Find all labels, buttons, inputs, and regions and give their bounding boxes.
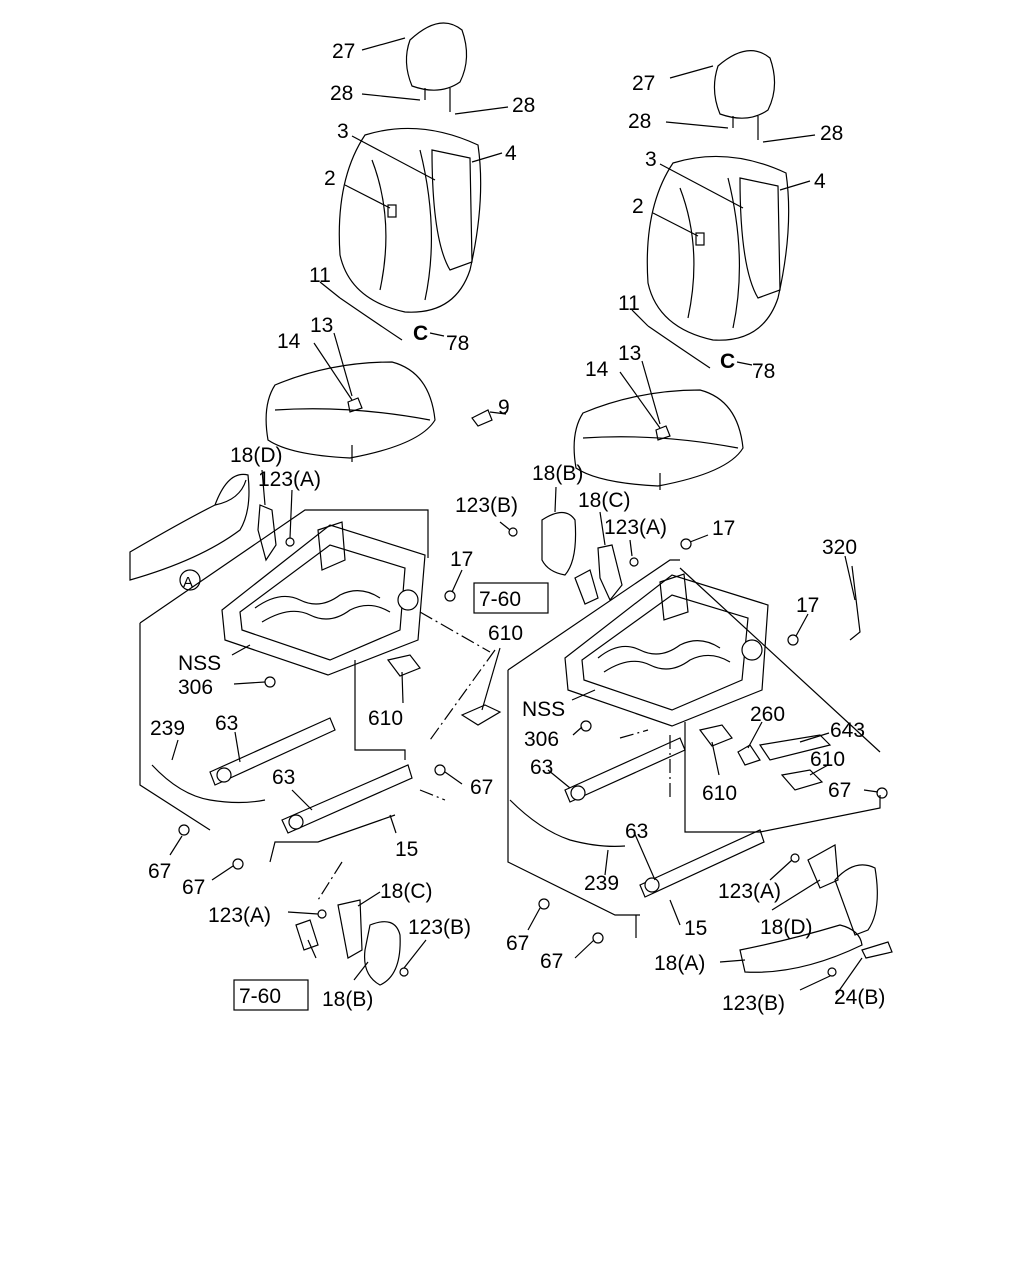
callout: 67 bbox=[540, 950, 563, 973]
callout: 320 bbox=[822, 536, 857, 559]
callout: NSS bbox=[178, 652, 221, 675]
left-seat-drawing bbox=[129, 22, 502, 986]
callout: 67 bbox=[182, 876, 205, 899]
callout: 17 bbox=[712, 517, 735, 540]
callout: 18(A) bbox=[654, 952, 705, 975]
callout: NSS bbox=[522, 698, 565, 721]
callout: 4 bbox=[814, 170, 826, 193]
callout: 27 bbox=[632, 72, 655, 95]
callout: 15 bbox=[684, 917, 707, 940]
callout: 18(C) bbox=[578, 489, 631, 512]
callout: 17 bbox=[450, 548, 473, 571]
callout: 78 bbox=[446, 332, 469, 355]
callout: 27 bbox=[332, 40, 355, 63]
callout: 2 bbox=[324, 167, 336, 190]
callout: C bbox=[720, 350, 735, 373]
callout: 13 bbox=[310, 314, 333, 337]
callout: 123(A) bbox=[718, 880, 781, 903]
callout: 610 bbox=[488, 622, 523, 645]
callout: 13 bbox=[618, 342, 641, 365]
right-callouts: 27 28 28 3 4 2 11 C 78 14 13 18(B) 123(B… bbox=[455, 72, 885, 1015]
callout: C bbox=[413, 322, 428, 345]
callout: 123(B) bbox=[722, 992, 785, 1015]
callout: 18(C) bbox=[380, 880, 433, 903]
callout: 2 bbox=[632, 195, 644, 218]
callout: 14 bbox=[585, 358, 609, 381]
callout: 63 bbox=[625, 820, 648, 843]
right-seat-drawing bbox=[507, 50, 893, 977]
callout: 306 bbox=[178, 676, 213, 699]
callout: 610 bbox=[368, 707, 403, 730]
callout: 67 bbox=[148, 860, 171, 883]
callout: 239 bbox=[150, 717, 185, 740]
callout: 610 bbox=[810, 748, 845, 771]
callout: 4 bbox=[505, 142, 517, 165]
callout: 78 bbox=[752, 360, 775, 383]
callout: 18(D) bbox=[760, 916, 813, 939]
left-leaders bbox=[169, 37, 509, 981]
callout: 28 bbox=[820, 122, 843, 145]
callout: 123(A) bbox=[604, 516, 667, 539]
callout: 11 bbox=[309, 264, 331, 287]
callout: 123(B) bbox=[455, 494, 518, 517]
callout: 123(A) bbox=[258, 468, 321, 491]
callout: 18(B) bbox=[532, 462, 583, 485]
callout: A bbox=[183, 574, 193, 591]
callout: 28 bbox=[512, 94, 535, 117]
callout: 643 bbox=[830, 719, 865, 742]
callout: 11 bbox=[618, 292, 640, 315]
callout: 239 bbox=[584, 872, 619, 895]
callout: 67 bbox=[470, 776, 493, 799]
ref-box-right-label: 7-60 bbox=[479, 588, 521, 611]
callout: 28 bbox=[330, 82, 353, 105]
callout: 610 bbox=[702, 782, 737, 805]
callout: 9 bbox=[498, 396, 510, 419]
callout: 14 bbox=[277, 330, 301, 353]
callout: 67 bbox=[828, 779, 851, 802]
callout: 28 bbox=[628, 110, 651, 133]
ref-box-right bbox=[473, 582, 549, 614]
callout: 63 bbox=[530, 756, 553, 779]
callout: 18(D) bbox=[230, 444, 283, 467]
callout: 123(B) bbox=[408, 916, 471, 939]
callout: 3 bbox=[337, 120, 349, 143]
callout: 17 bbox=[796, 594, 819, 617]
callout: 63 bbox=[215, 712, 238, 735]
callout: 67 bbox=[506, 932, 529, 955]
callout: 63 bbox=[272, 766, 295, 789]
callout: 260 bbox=[750, 703, 785, 726]
callout: 15 bbox=[395, 838, 418, 861]
callout: 123(A) bbox=[208, 904, 271, 927]
callout: 24(B) bbox=[834, 986, 885, 1009]
ref-box-left bbox=[233, 979, 309, 1011]
callout: 18(B) bbox=[322, 988, 373, 1011]
ref-box-left-label: 7-60 bbox=[239, 985, 281, 1008]
right-leaders bbox=[499, 65, 879, 996]
left-callouts: 27 28 28 3 4 2 11 C 78 14 13 9 18(D) 123… bbox=[148, 40, 535, 1011]
callout: 3 bbox=[645, 148, 657, 171]
callout: 306 bbox=[524, 728, 559, 751]
